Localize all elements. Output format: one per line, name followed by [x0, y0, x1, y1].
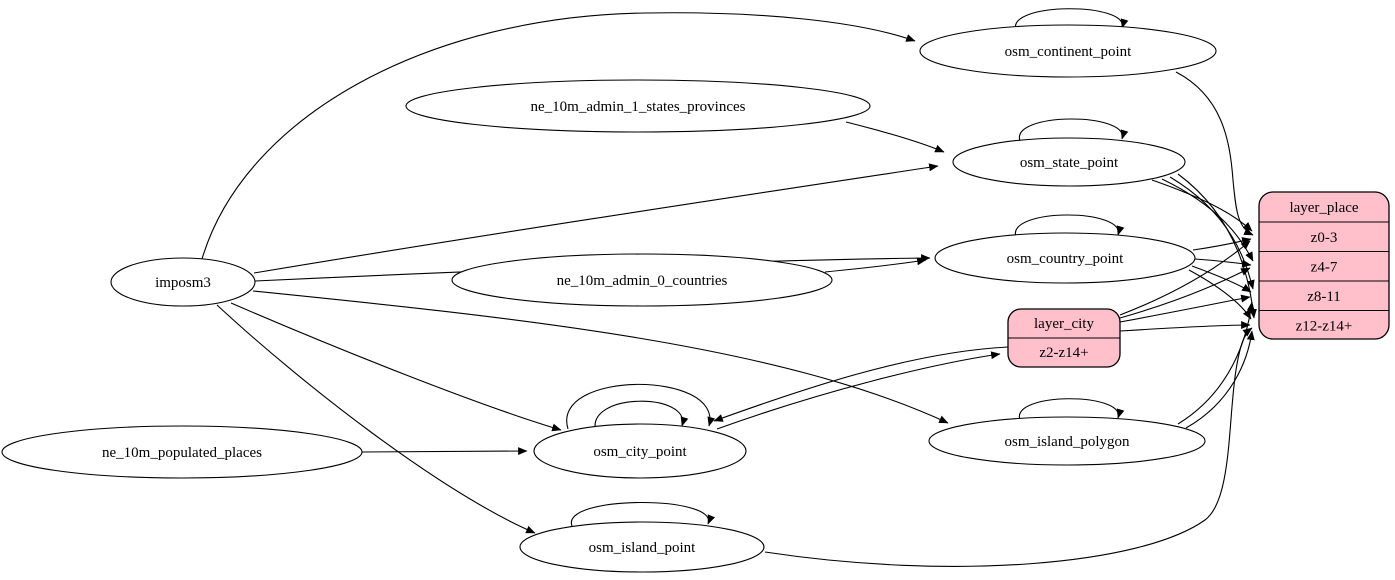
- node-osm-island-polygon-label: osm_island_polygon: [1004, 434, 1130, 450]
- record-layer-place-box: [1258, 191, 1390, 340]
- edge-osm-country-point-to-layer-place-z0-3: [1192, 237, 1252, 251]
- node-ne-admin0-shape: [451, 253, 833, 307]
- edge-osm-country-point-to-layer-place-z12-z14: [1188, 269, 1252, 320]
- node-osm-island-point-label: osm_island_point: [589, 540, 697, 556]
- edge-layer-city-to-osm-city-point: [713, 346, 1009, 422]
- edge-layer-city-to-layer-place-z8-11: [1119, 294, 1251, 323]
- node-ne-places-shape: [1, 425, 363, 479]
- node-osm-state-point-label: osm_state_point: [1020, 155, 1119, 171]
- node-ne-admin0-label: ne_10m_admin_0_countries: [557, 273, 728, 289]
- edge-osm-state-point-to-layer-place-z4-7: [1161, 178, 1254, 262]
- record-layer-place-row-z8-11: z8-11: [1307, 289, 1341, 305]
- self-loop-osm-continent-point: [1015, 8, 1129, 31]
- record-layer-place-row-z0-3: z0-3: [1311, 230, 1338, 246]
- node-osm-country-point: osm_country_point: [934, 232, 1196, 284]
- node-osm-island-polygon: osm_island_polygon: [928, 416, 1206, 466]
- node-osm-state-point: osm_state_point: [952, 137, 1186, 187]
- edge-osm-continent-point-to-layer-place-z0-3: [1175, 71, 1254, 236]
- node-osm-continent-point-shape: [919, 24, 1217, 78]
- node-osm-continent-point: osm_continent_point: [919, 24, 1217, 78]
- edge-imposm3-to-osm-city-point: [230, 302, 562, 432]
- self-loop-osm-island-point: [571, 501, 716, 527]
- node-imposm3-label: imposm3: [155, 275, 211, 291]
- edge-layer-city-to-layer-place-z0-3: [1119, 240, 1251, 316]
- record-layer-city-title: layer_city: [1034, 316, 1094, 332]
- node-ne-10m-populated-places: ne_10m_populated_places: [1, 425, 363, 479]
- node-osm-country-point-label: osm_country_point: [1007, 251, 1124, 267]
- edge-osm-country-point-to-layer-place-z4-7: [1194, 258, 1252, 268]
- edge-osm-island-point-to-layer-place-z12-z14: [764, 327, 1253, 567]
- node-ne-admin1-label: ne_10m_admin_1_states_provinces: [531, 99, 746, 115]
- node-osm-city-point: osm_city_point: [533, 423, 747, 479]
- edge-imposm3-to-osm-continent-point: [201, 12, 916, 260]
- edge-imposm3-to-osm-island-point: [216, 304, 536, 534]
- node-osm-island-polygon-shape: [928, 416, 1206, 466]
- node-ne-10m-admin-1-states-provinces: ne_10m_admin_1_states_provinces: [405, 79, 871, 133]
- edge-imposm3-to-osm-island-polygon: [252, 290, 949, 424]
- edge-osm-city-point-to-layer-city-z2-z14: [716, 351, 1001, 430]
- self-loop-osm-country-point: [1015, 214, 1125, 238]
- edge-osm-state-point-to-layer-place-z0-3: [1151, 179, 1253, 232]
- edge-group: [201, 8, 1257, 567]
- edge-ne-admin0-to-osm-country-point: [824, 257, 927, 273]
- node-ne-places-label: ne_10m_populated_places: [102, 445, 262, 461]
- node-osm-island-point: osm_island_point: [519, 521, 765, 573]
- node-osm-city-point-label: osm_city_point: [593, 444, 687, 460]
- edge-osm-country-point-to-layer-place-z8-11: [1191, 265, 1252, 293]
- self-loop-osm-city-point-inner: [594, 400, 689, 433]
- node-osm-continent-point-label: osm_continent_point: [1005, 44, 1132, 60]
- node-ne-10m-admin-0-countries: ne_10m_admin_0_countries: [451, 253, 833, 307]
- edge-layer-city-to-layer-place-z4-7: [1119, 267, 1251, 319]
- node-osm-state-point-shape: [952, 137, 1186, 187]
- node-osm-country-point-shape: [934, 232, 1196, 284]
- self-loop-osm-state-point: [1019, 118, 1129, 142]
- record-layer-place-row-z12-z14: z12-z14+: [1296, 319, 1353, 335]
- node-imposm3: imposm3: [110, 257, 256, 307]
- node-ne-admin1-shape: [405, 79, 871, 133]
- edge-osm-state-point-to-layer-place-z8-11: [1169, 176, 1255, 290]
- edge-osm-island-polygon-to-layer-place-z8-11: [1177, 301, 1255, 425]
- record-layer-city-row-z2-z14: z2-z14+: [1039, 345, 1088, 361]
- edge-imposm3-to-osm-state-point: [253, 163, 939, 274]
- node-imposm3-shape: [110, 257, 256, 307]
- record-layer-place: layer_place z0-3 z4-7 z8-11 z12-z14+: [1258, 191, 1390, 340]
- edge-layer-city-to-layer-place-z12-z14: [1119, 321, 1251, 332]
- edge-ne-places-to-osm-city-point: [361, 447, 528, 456]
- edge-ne-admin1-to-osm-state-point: [845, 121, 945, 153]
- record-layer-place-row-z4-7: z4-7: [1311, 260, 1338, 276]
- node-osm-island-point-shape: [519, 521, 765, 573]
- node-osm-city-point-shape: [533, 423, 747, 479]
- record-layer-place-title: layer_place: [1289, 200, 1358, 216]
- self-loop-osm-island-polygon: [1019, 398, 1125, 421]
- self-loop-osm-city-point-outer: [566, 383, 716, 430]
- edge-osm-island-polygon-to-layer-place-z12-z14: [1185, 330, 1255, 429]
- record-layer-city: layer_city z2-z14+: [1007, 308, 1121, 368]
